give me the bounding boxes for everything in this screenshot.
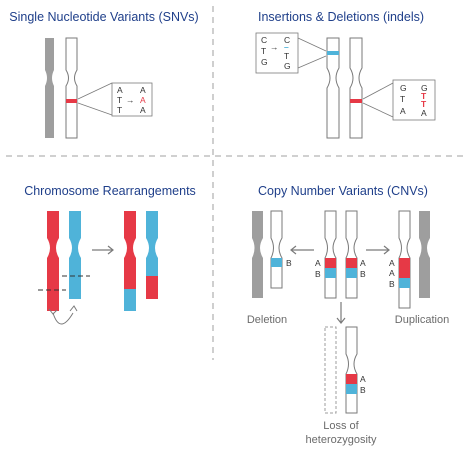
cnv-dup-label-a1: A [389,258,395,268]
rearr-result-blue [146,211,158,277]
cnv-normal-2-band-b [346,268,357,278]
indel-box1-left-3: G [261,57,268,67]
cnv-deletion-caption: Deletion [247,314,287,326]
cnv-arrowhead-right [383,245,390,255]
snv-white-chromosome [65,37,78,139]
rearr-swap-arrow [52,312,74,325]
cnv-loh-label-b: B [360,385,366,395]
cnv-normal-2-label-a: A [360,258,366,268]
rearr-swap-arrowhead-right [69,305,78,312]
cnv-arrowhead-left [290,245,297,255]
cnv-normal-2-label-b: B [360,269,366,279]
indel-zoom-line-1b [297,55,327,69]
snv-arrow: → [126,95,135,105]
snv-right-3: A [140,105,146,115]
indel-box1-right-2: – [284,42,289,52]
indel-box2-left-3: A [400,106,406,116]
cnv-duplication-band-a1 [399,258,410,268]
snv-left-2: T [117,95,122,105]
indel-box2-right-4: A [421,108,427,118]
indel-box1-right-3: T [284,51,289,61]
cnv-duplication-band-b [399,278,410,288]
snv-zoom-line-bottom [77,102,113,116]
snv-left-1: A [117,85,123,95]
indel-box2-right-2: T [421,91,427,101]
cnv-dup-label-b: B [389,279,395,289]
rearr-blue-chromosome [69,211,81,299]
indel-box1-left-1: C [261,35,267,45]
cnv-deletion-label-b: B [286,258,292,268]
snv-variant-band [66,99,77,103]
indel-box1-arrow: → [270,42,279,52]
indel-zoom-line-1a [297,37,327,52]
snv-title: Single Nucleotide Variants (SNVs) [9,10,198,24]
rearr-result-red-blue-segment [124,289,136,311]
cnv-loh-caption-line1: Loss of [323,420,359,432]
indel-chromosome-1 [326,37,340,139]
rearr-swap-arrowhead-left [48,308,58,315]
snv-zoom-line-top [77,82,113,100]
cnv-loh-white [345,326,358,414]
indel-insertion-band [327,51,339,55]
indel-box2-right-3: T [421,99,427,109]
cnv-normal-1-label-a: A [315,258,321,268]
cnv-duplication-band-a2 [399,268,410,278]
snv-right-1: A [140,85,146,95]
cnv-normal-1 [324,210,337,299]
snv-sequence-box [111,82,153,117]
snv-left-3: T [117,105,122,115]
rearr-red-chromosome [47,211,59,311]
indel-box2-left-2: T [400,94,405,104]
indel-deletion-band [350,99,362,103]
cnv-deletion-gray [252,211,263,298]
cnv-arrowhead-down [336,317,346,324]
cnv-normal-1-band-b [325,268,336,278]
cnv-deletion-white [270,210,283,289]
indel-zoom-line-2a [362,82,394,100]
snv-gray-chromosome [45,38,54,138]
cnv-duplication-caption: Duplication [395,314,449,326]
indel-zoom-line-2b [362,102,394,118]
indel-box1-left-2: T [261,46,266,56]
rearr-arrowhead [107,245,114,255]
indel-box-1 [255,32,299,74]
cnv-title: Copy Number Variants (CNVs) [258,184,428,198]
cnv-normal-1-band-a [325,258,336,268]
indel-title: Insertions & Deletions (indels) [258,10,424,24]
cnv-normal-2 [345,210,358,299]
cnv-duplication-gray [419,211,430,298]
indel-chromosome-2 [349,37,363,139]
cnv-normal-2-band-a [346,258,357,268]
indel-box-2 [392,79,436,121]
cnv-loh-missing-chromosome [324,326,337,414]
snv-right-2: A [140,95,146,105]
rearr-result-red [124,211,136,290]
indel-box1-right-4: G [284,61,291,71]
rearr-result-blue-red-segment [146,276,158,299]
cnv-loh-label-a: A [360,374,366,384]
cnv-loh-band-b [346,384,357,394]
indel-box1-right-1: C [284,35,290,45]
cnv-dup-label-a2: A [389,268,395,278]
rearr-title: Chromosome Rearrangements [24,184,196,198]
indel-box2-left-1: G [400,83,407,93]
cnv-loh-band-a [346,374,357,384]
cnv-deletion-band-b [271,258,282,267]
indel-box2-right-1: G [421,83,428,93]
cnv-loh-caption-line2: heterozygosity [306,434,377,446]
cnv-normal-1-label-b: B [315,269,321,279]
